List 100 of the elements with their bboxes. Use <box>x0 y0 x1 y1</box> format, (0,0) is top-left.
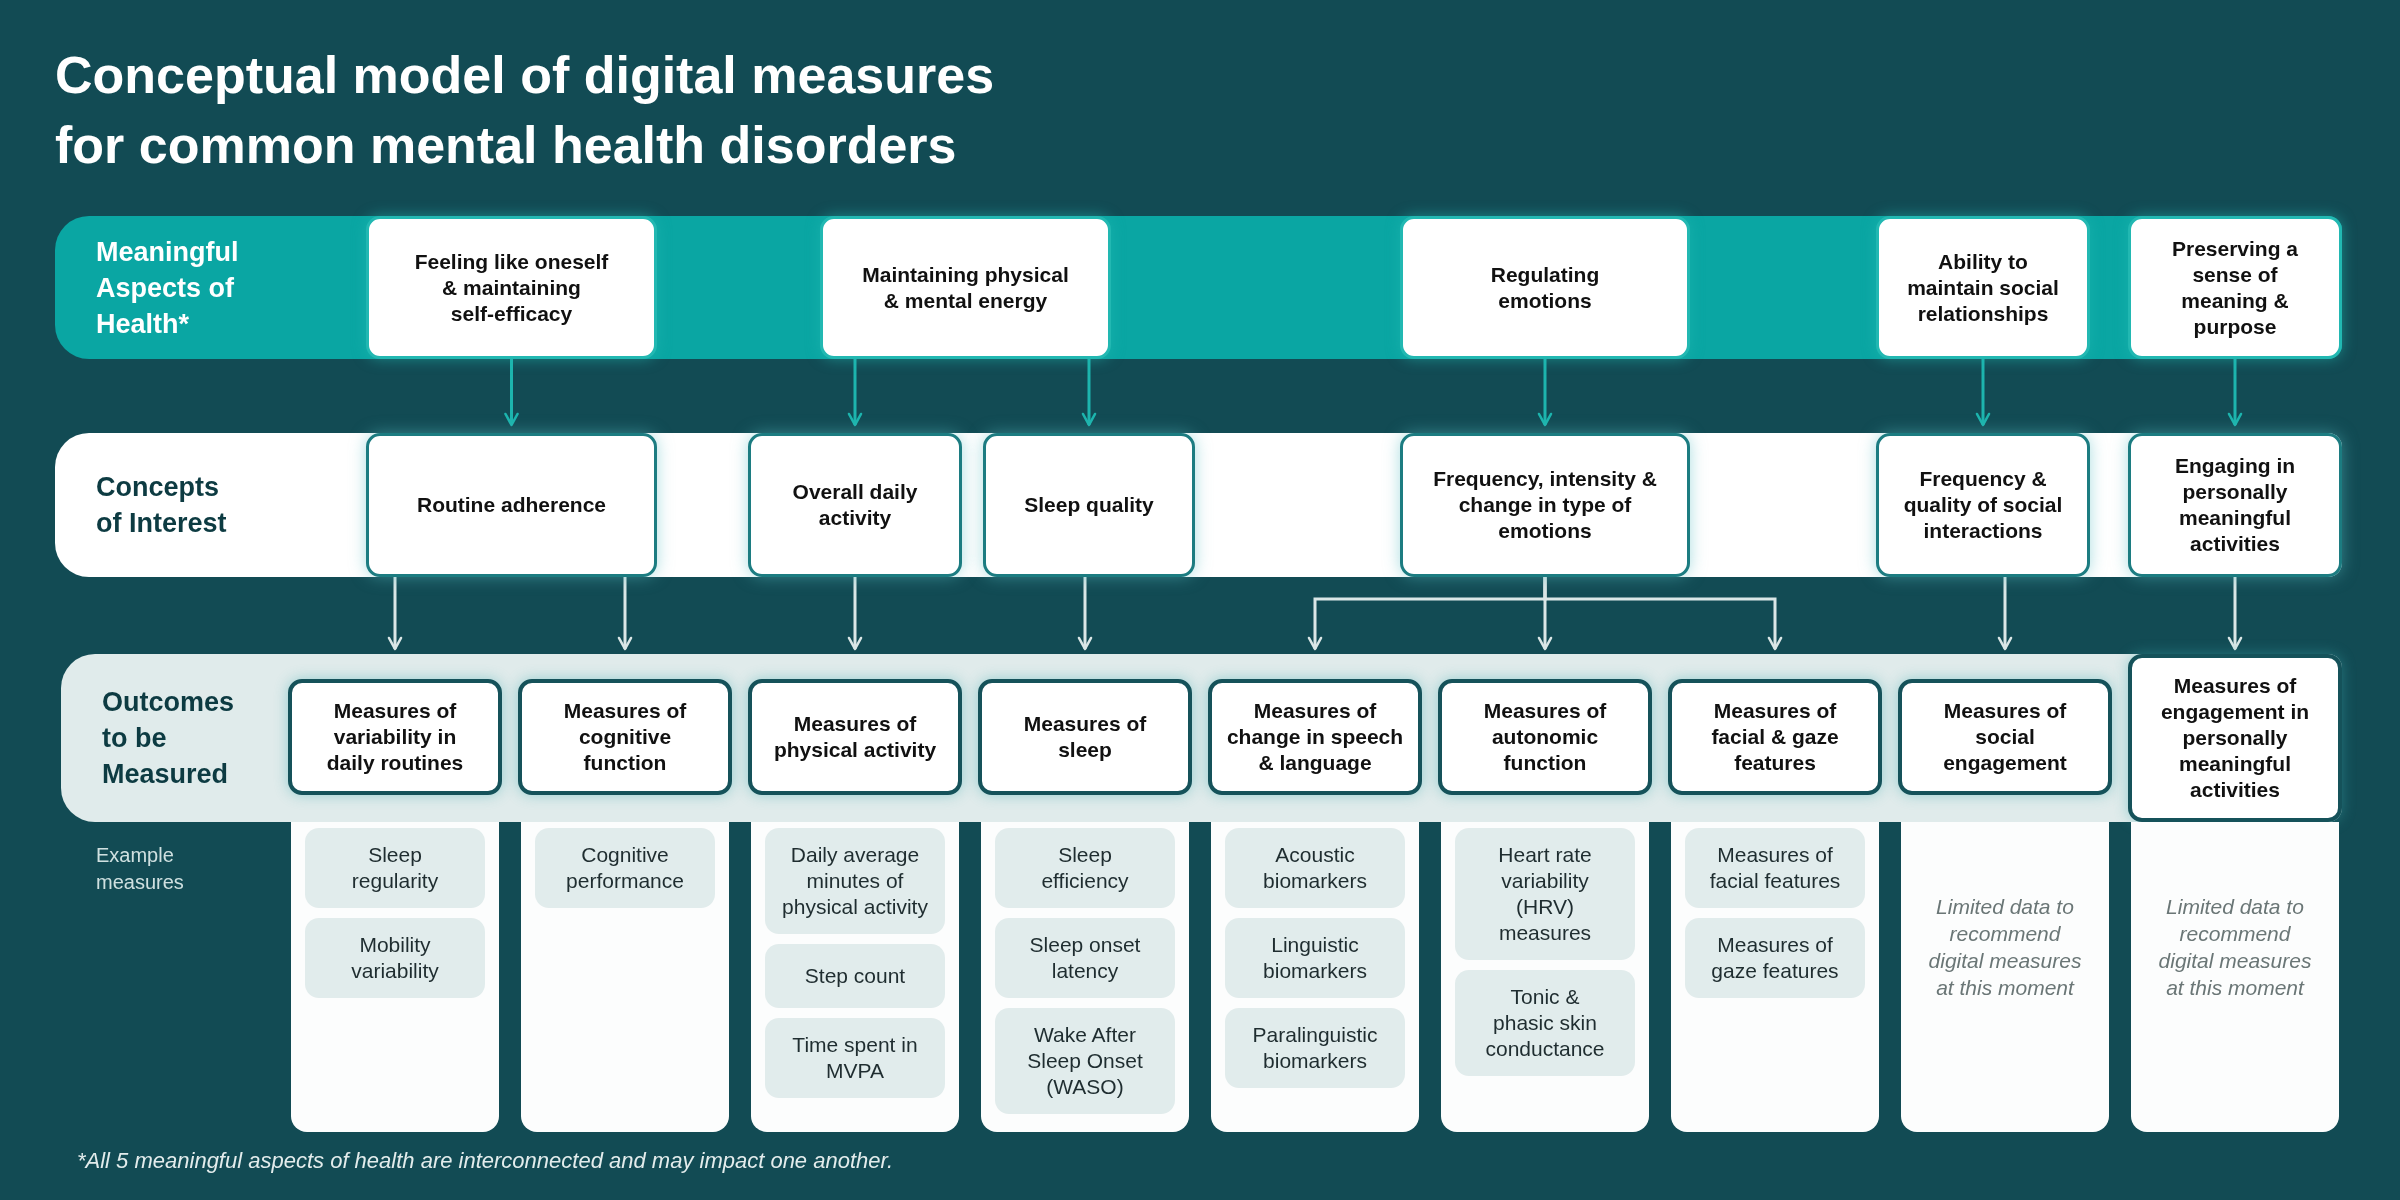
aspect-box <box>1400 216 1690 359</box>
band-label: Outcomes to be Measured <box>102 686 236 791</box>
arrow <box>847 359 863 427</box>
concept-box <box>1876 433 2090 577</box>
note-text: Limited data to recommend digital measures at this moment <box>1927 894 2083 1001</box>
pill-label: Sleep efficiency <box>1040 842 1130 894</box>
column-card <box>521 822 729 1132</box>
box-label: Frequency, intensity & change in type of emotions <box>1432 466 1658 544</box>
band-label: Meaningful Aspects of Health* <box>96 235 240 341</box>
outcome-header-box <box>1898 679 2112 795</box>
aspect-box <box>2128 216 2342 359</box>
measure-pill <box>1225 1008 1405 1088</box>
outcome-header-box <box>2128 654 2342 822</box>
category-band <box>55 216 2342 359</box>
note-text: Limited data to recommend digital measures at this moment <box>2157 894 2313 1001</box>
arrow <box>2227 359 2243 427</box>
outcome-header-box <box>1438 679 1652 795</box>
pill-label: Tonic & phasic skin conductance <box>1484 984 1606 1062</box>
pill-label: Sleep regularity <box>350 842 440 894</box>
measure-pill <box>995 828 1175 908</box>
column-card <box>1211 822 1419 1132</box>
box-label: Measures of sleep <box>1022 711 1148 763</box>
outcome-header-box <box>1668 679 1882 795</box>
arrow <box>387 577 403 651</box>
measure-pill <box>1455 970 1635 1076</box>
measure-pill <box>1225 918 1405 998</box>
arrow <box>2227 577 2243 651</box>
arrow <box>1077 577 1093 651</box>
arrow <box>1537 359 1553 427</box>
category-band <box>61 654 2342 822</box>
outcome-header-box <box>288 679 502 795</box>
pill-label: Mobility variability <box>350 932 440 984</box>
concept-box <box>366 433 657 577</box>
box-label: Sleep quality <box>1024 492 1154 518</box>
outcome-header-box <box>518 679 732 795</box>
outcome-header-box <box>978 679 1192 795</box>
box-label: Regulating emotions <box>1489 261 1601 314</box>
aspect-box <box>820 216 1111 359</box>
category-band <box>55 433 2342 577</box>
measure-pill <box>995 1008 1175 1114</box>
pill-label: Linguistic biomarkers <box>1262 932 1368 984</box>
box-label: Overall daily activity <box>791 479 919 531</box>
pill-label: Time spent in MVPA <box>791 1032 919 1084</box>
pill-label: Sleep onset latency <box>1028 932 1142 984</box>
arrow <box>1975 359 1991 427</box>
title: Conceptual model of digital measures for common mental health disorders <box>55 45 996 176</box>
aspect-box <box>366 216 657 359</box>
measure-pill <box>305 918 485 998</box>
column-card <box>2131 822 2339 1132</box>
concept-box <box>748 433 962 577</box>
measure-pill <box>765 1018 945 1098</box>
pill-label: Daily average minutes of physical activity <box>781 842 929 920</box>
arrow <box>1543 577 1783 651</box>
arrow <box>1997 577 2013 651</box>
outcome-header-box <box>748 679 962 795</box>
concept-box <box>1400 433 1690 577</box>
box-label: Measures of variability in daily routines <box>325 698 465 776</box>
column-card <box>981 822 1189 1132</box>
box-label: Measures of cognitive function <box>562 698 688 776</box>
measure-pill <box>765 944 945 1008</box>
box-label: Measures of engagement in personally meaningful activities <box>2159 673 2311 803</box>
pill-label: Measures of gaze features <box>1710 932 1840 984</box>
box-label: Ability to maintain social relationships <box>1906 248 2060 327</box>
box-label: Measures of autonomic function <box>1482 698 1608 776</box>
pill-label: Measures of facial features <box>1708 842 1842 894</box>
measure-pill <box>765 828 945 934</box>
arrow <box>847 577 863 651</box>
aspect-box <box>1876 216 2090 359</box>
pill-label: Wake After Sleep Onset (WASO) <box>1026 1022 1144 1100</box>
box-label: Engaging in personally meaningful activities <box>2173 453 2297 557</box>
footnote: *All 5 meaningful aspects of health are interconnected and may impact one another. <box>77 1147 894 1175</box>
box-label: Measures of change in speech & language <box>1225 698 1405 776</box>
column-card <box>1441 822 1649 1132</box>
pill-label: Cognitive performance <box>565 842 685 894</box>
measure-pill <box>1455 828 1635 960</box>
column-card <box>1901 822 2109 1132</box>
column-card <box>291 822 499 1132</box>
measure-pill <box>995 918 1175 998</box>
measure-pill <box>1225 828 1405 908</box>
arrow <box>504 359 519 427</box>
measure-pill <box>305 828 485 908</box>
concept-box <box>983 433 1195 577</box>
band-label: Concepts of Interest <box>96 471 228 540</box>
pill-label: Paralinguistic biomarkers <box>1251 1022 1379 1074</box>
box-label: Preserving a sense of meaning & purpose <box>2170 235 2300 340</box>
box-label: Routine adherence <box>416 492 606 518</box>
pill-label: Acoustic biomarkers <box>1262 842 1368 894</box>
column-card <box>1671 822 1879 1132</box>
box-label: Measures of physical activity <box>772 711 938 763</box>
concept-box <box>2128 433 2342 577</box>
measure-pill <box>1685 828 1865 908</box>
arrow <box>1081 359 1097 427</box>
outcome-header-box <box>1208 679 1422 795</box>
box-label: Measures of facial & gaze features <box>1710 698 1840 776</box>
measure-pill <box>1685 918 1865 998</box>
pill-label: Heart rate variability (HRV) measures <box>1497 842 1593 946</box>
arrow <box>617 577 633 651</box>
box-label: Maintaining physical & mental energy <box>861 261 1070 314</box>
box-label: Measures of social engagement <box>1942 698 2068 776</box>
column-card <box>751 822 959 1132</box>
